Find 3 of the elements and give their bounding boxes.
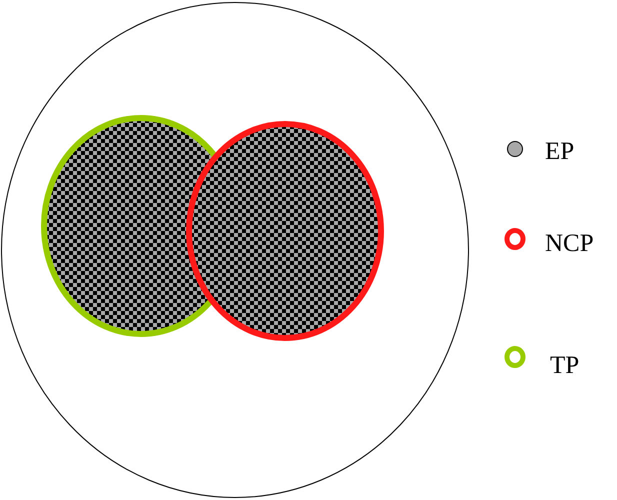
legend-label: EP: [545, 139, 574, 164]
legend-label: NCP: [545, 231, 594, 256]
legend-label: TP: [550, 353, 580, 378]
